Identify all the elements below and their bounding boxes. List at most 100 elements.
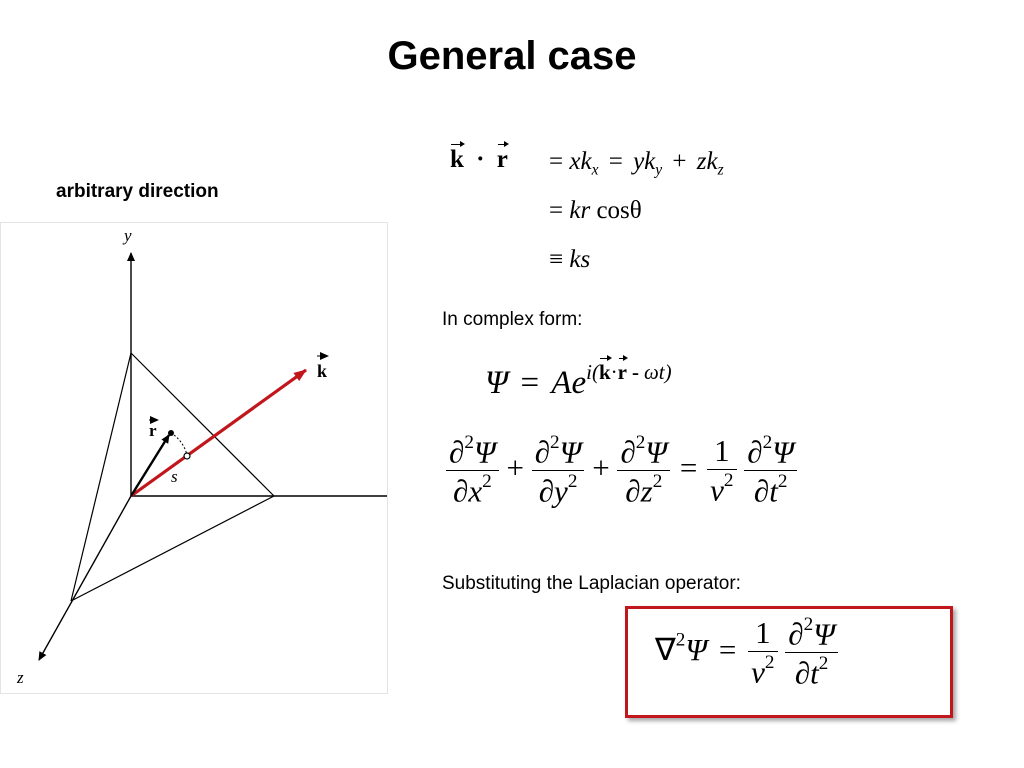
exponent-2: 2 bbox=[550, 432, 560, 453]
term-zkz: zk bbox=[696, 148, 718, 175]
subscript-z: z bbox=[717, 161, 724, 179]
wave-function-equation: Ψ = Aei(k·r-ωt) bbox=[485, 355, 672, 402]
direction-diagram: y z k r s bbox=[0, 222, 388, 694]
nabla-symbol: ∇ bbox=[655, 632, 676, 668]
psi-symbol: Ψ bbox=[485, 365, 509, 401]
psi: Ψ bbox=[685, 632, 708, 668]
r-vector-symbol: r bbox=[496, 141, 509, 173]
exponent-2: 2 bbox=[567, 471, 578, 493]
term-kr: kr bbox=[569, 197, 591, 224]
complex-form-label: In complex form: bbox=[442, 309, 583, 330]
equals-sign: = bbox=[679, 450, 698, 486]
dy: ∂y bbox=[538, 473, 568, 509]
r-vector-label: r bbox=[149, 421, 157, 440]
equals-sign: = bbox=[549, 197, 564, 224]
exponent-r: r bbox=[617, 355, 629, 384]
y-axis-label: y bbox=[122, 226, 132, 245]
exponent-2: 2 bbox=[675, 629, 686, 651]
exponent-2: 2 bbox=[635, 432, 646, 453]
laplacian-label: Substituting the Laplacian operator: bbox=[442, 573, 741, 594]
partial: ∂ bbox=[620, 434, 636, 470]
equals-sign: = bbox=[520, 365, 540, 401]
psi: Ψ bbox=[559, 434, 582, 470]
plus-sign: + bbox=[672, 148, 687, 175]
k-vector bbox=[130, 368, 307, 498]
numerator-one: 1 bbox=[748, 615, 778, 653]
fraction-d2x: ∂2Ψ ∂x2 bbox=[446, 432, 499, 510]
projection-arc bbox=[173, 434, 188, 456]
v: v bbox=[710, 472, 724, 508]
partial: ∂ bbox=[534, 434, 551, 470]
exponent-k: k bbox=[598, 355, 612, 384]
dot-product-lhs: k · r bbox=[450, 141, 509, 174]
exponent: i(k·r-ωt) bbox=[586, 355, 672, 384]
term-ks: ks bbox=[569, 246, 591, 273]
exponent-i: i( bbox=[586, 360, 599, 384]
k-vector-symbol: k bbox=[450, 141, 465, 173]
subscript-x: x bbox=[591, 161, 599, 179]
exponent-2: 2 bbox=[777, 471, 788, 493]
fraction-d2z: ∂2Ψ ∂z2 bbox=[617, 432, 671, 510]
partial: ∂ bbox=[747, 434, 763, 470]
dot-product-line-1: = xkx = yky + zkz bbox=[549, 148, 724, 179]
wave-equation: ∂2Ψ ∂x2 + ∂2Ψ ∂y2 + ∂2Ψ ∂z2 = 1 v2 ∂2Ψ ∂… bbox=[446, 432, 798, 510]
dot-operator: · bbox=[476, 146, 485, 173]
v: v bbox=[751, 654, 765, 690]
fraction-d2t: ∂2Ψ ∂t2 bbox=[785, 614, 838, 692]
fraction-d2t: ∂2Ψ ∂t2 bbox=[744, 432, 798, 510]
exponent-dot: · bbox=[610, 360, 618, 384]
plane-edge bbox=[70, 352, 132, 602]
exponent-2: 2 bbox=[818, 653, 829, 675]
equals-sign: = bbox=[549, 148, 564, 175]
k-vector-label: k bbox=[317, 361, 327, 381]
exponent-2: 2 bbox=[803, 614, 814, 635]
dt: ∂t bbox=[753, 473, 778, 509]
exponent-2: 2 bbox=[762, 432, 773, 453]
exponent-2: 2 bbox=[764, 652, 775, 674]
z-axis bbox=[38, 495, 132, 661]
dx: ∂x bbox=[453, 473, 483, 509]
figure-caption: arbitrary direction bbox=[56, 181, 219, 202]
term-yky: yk bbox=[633, 148, 656, 175]
equals-sign: = bbox=[718, 632, 737, 668]
identity-sign: ≡ bbox=[549, 246, 564, 273]
exponent-2: 2 bbox=[464, 432, 474, 453]
dz: ∂z bbox=[625, 473, 653, 509]
equals-sign: = bbox=[608, 148, 623, 175]
fraction-d2y: ∂2Ψ ∂y2 bbox=[531, 432, 585, 510]
s-point bbox=[183, 452, 191, 460]
fraction-one-over-v2: 1 v2 bbox=[707, 433, 737, 508]
term-xkx: xk bbox=[569, 148, 592, 175]
psi: Ψ bbox=[645, 434, 668, 470]
laplacian-equation: ∇2Ψ = 1 v2 ∂2Ψ ∂t2 bbox=[655, 614, 838, 692]
dot-product-line-2: = kr cosθ bbox=[549, 197, 642, 225]
exponent-2: 2 bbox=[652, 471, 663, 493]
term-cos-theta: cosθ bbox=[596, 197, 642, 224]
r-tip-point bbox=[168, 430, 174, 436]
numerator-one: 1 bbox=[707, 433, 737, 471]
r-vector bbox=[129, 434, 171, 497]
dt: ∂t bbox=[794, 655, 819, 691]
fraction-one-over-v2: 1 v2 bbox=[748, 615, 778, 690]
psi: Ψ bbox=[473, 434, 496, 470]
s-label: s bbox=[171, 467, 178, 486]
plus-sign: + bbox=[506, 450, 524, 486]
amplitude-exp: Ae bbox=[551, 365, 587, 401]
psi: Ψ bbox=[813, 616, 835, 652]
plus-sign: + bbox=[592, 450, 610, 486]
exponent-2: 2 bbox=[723, 470, 734, 492]
partial: ∂ bbox=[449, 434, 465, 470]
plane-edge bbox=[70, 495, 275, 602]
exponent-omega-t: ωt) bbox=[643, 360, 672, 384]
plane-edge bbox=[130, 352, 275, 497]
partial: ∂ bbox=[788, 616, 804, 652]
slide-title: General case bbox=[387, 34, 637, 78]
exponent-2: 2 bbox=[482, 471, 492, 493]
psi: Ψ bbox=[772, 434, 795, 470]
exponent-minus: - bbox=[631, 360, 639, 384]
dot-product-line-3: ≡ ks bbox=[549, 246, 590, 274]
z-axis-label: z bbox=[16, 668, 24, 687]
laplacian-highlight-box bbox=[625, 606, 953, 718]
diagram-svg: y z k r s bbox=[16, 226, 387, 687]
subscript-y: y bbox=[655, 161, 663, 179]
